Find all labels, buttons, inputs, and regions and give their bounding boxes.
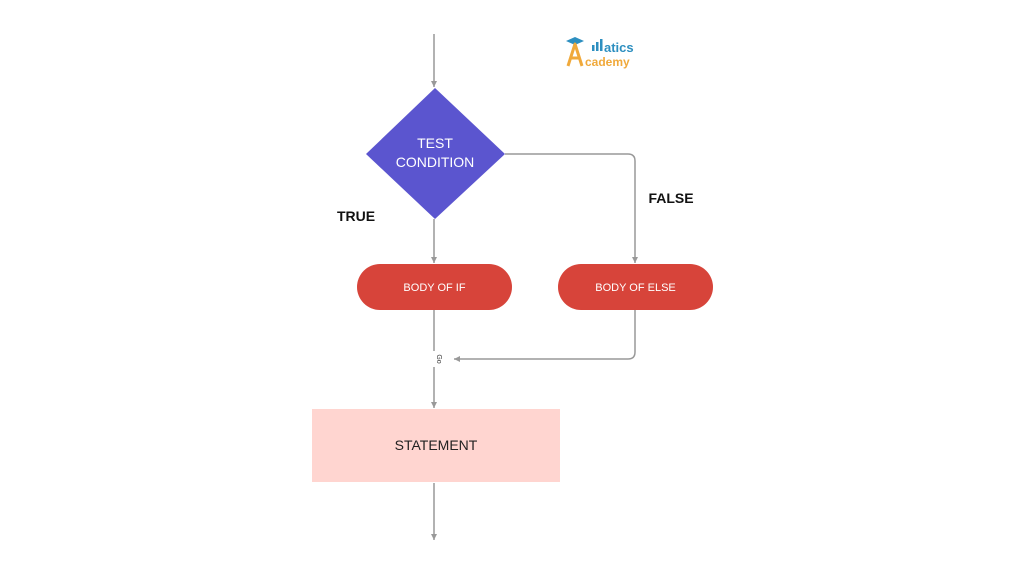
- decision-label-line1: TEST: [417, 135, 453, 151]
- body-of-else-label: BODY OF ELSE: [595, 282, 676, 294]
- decision-label-line2: CONDITION: [396, 154, 475, 170]
- logo-word-bottom: cademy: [585, 55, 630, 69]
- decision-diamond: [366, 88, 505, 219]
- logo-word-top: atics: [604, 40, 634, 55]
- body-of-if-pill: [357, 264, 512, 310]
- body-of-else-pill: [558, 264, 713, 310]
- body-of-if-node: BODY OF IF: [357, 264, 512, 310]
- merge-label: Go: [435, 354, 442, 363]
- bar-chart-icon: [592, 39, 603, 51]
- statement-node: STATEMENT: [312, 409, 560, 482]
- graduate-icon: [566, 37, 584, 67]
- body-of-if-label: BODY OF IF: [403, 282, 465, 294]
- decision-node: TEST CONDITION: [366, 88, 505, 219]
- false-label: FALSE: [648, 190, 693, 206]
- body-of-else-node: BODY OF ELSE: [558, 264, 713, 310]
- false-arrow: [505, 153, 638, 263]
- statement-box: [312, 409, 560, 482]
- else-merge-arrow: [454, 310, 636, 362]
- academy-logo: atics cademy: [566, 37, 634, 69]
- true-label: TRUE: [337, 208, 375, 224]
- statement-label: STATEMENT: [395, 437, 478, 453]
